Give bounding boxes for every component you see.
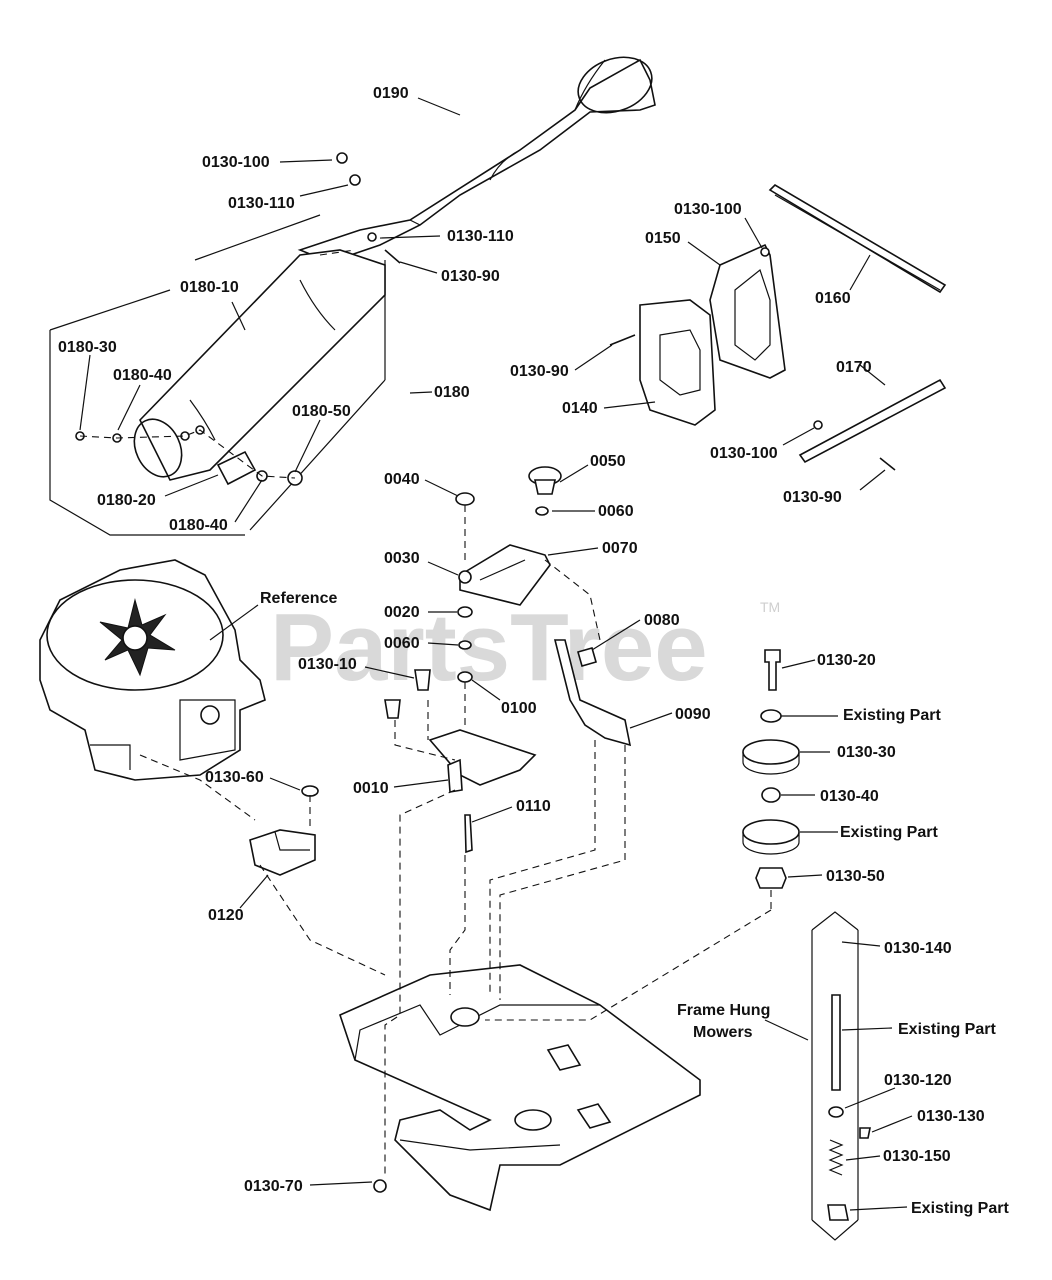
- label-0130-70: 0130-70: [244, 1178, 303, 1195]
- label-0050: 0050: [590, 453, 626, 470]
- part-0180-assembly: [49, 249, 386, 536]
- label-0180: 0180: [434, 384, 470, 401]
- watermark-tm: TM: [760, 599, 780, 615]
- label-0030: 0030: [384, 550, 420, 567]
- label-0110: 0110: [516, 798, 551, 815]
- label-0120: 0120: [208, 907, 244, 924]
- leader-lines: [79, 97, 913, 1211]
- label-0100: 0100: [501, 700, 537, 717]
- label-0060-top: 0060: [598, 503, 634, 520]
- part-0150-plate: [709, 243, 786, 379]
- pulley-stack: [742, 649, 800, 910]
- label-0130-150: 0130-150: [883, 1148, 951, 1165]
- label-0130-100-bar: 0130-100: [710, 445, 778, 462]
- frame-hung-box: [811, 911, 871, 1241]
- bracket-0120: [249, 785, 319, 876]
- label-0130-90-plate: 0130-90: [510, 363, 569, 380]
- label-0130-20: 0130-20: [817, 652, 876, 669]
- label-0080: 0080: [644, 612, 680, 629]
- label-0180-40-bottom: 0180-40: [169, 517, 228, 534]
- hardware-0180-small: [75, 152, 401, 486]
- label-0010: 0010: [353, 780, 389, 797]
- part-0170-bar: [798, 378, 947, 471]
- label-existing-part-2: Existing Part: [840, 824, 938, 841]
- label-mowers: Mowers: [693, 1024, 753, 1041]
- label-0090: 0090: [675, 706, 711, 723]
- label-reference: Reference: [260, 590, 337, 607]
- label-0020: 0020: [384, 604, 420, 621]
- label-existing-part-3: Existing Part: [898, 1021, 996, 1038]
- label-0170: 0170: [836, 359, 872, 376]
- label-0130-120: 0130-120: [884, 1072, 952, 1089]
- label-0150: 0150: [645, 230, 681, 247]
- label-0130-100: 0130-100: [202, 154, 270, 171]
- label-existing-part-4: Existing Part: [911, 1200, 1009, 1217]
- label-0180-40-top: 0180-40: [113, 367, 172, 384]
- label-0190: 0190: [373, 85, 409, 102]
- part-0160-rod: [768, 183, 947, 294]
- label-0130-100-plate: 0130-100: [674, 201, 742, 218]
- label-0130-60: 0130-60: [205, 769, 264, 786]
- label-existing-part-1: Existing Part: [843, 707, 941, 724]
- label-0160: 0160: [815, 290, 851, 307]
- label-0130-50: 0130-50: [826, 868, 885, 885]
- label-0180-10: 0180-10: [180, 279, 239, 296]
- label-0180-20: 0180-20: [97, 492, 156, 509]
- engine-reference: [39, 559, 266, 781]
- part-0140-plate: [609, 299, 716, 426]
- dashed-connectors: [139, 559, 772, 1175]
- part-0190-chute: [297, 56, 656, 263]
- label-0130-90: 0130-90: [441, 268, 500, 285]
- label-0060-mid: 0060: [384, 635, 420, 652]
- label-0130-90-bar: 0130-90: [783, 489, 842, 506]
- label-0130-140: 0130-140: [884, 940, 952, 957]
- label-0130-110-right: 0130-110: [447, 228, 514, 245]
- label-0130-110: 0130-110: [228, 195, 295, 212]
- label-0040: 0040: [384, 471, 420, 488]
- watermark: PartsTree: [270, 594, 708, 701]
- label-0130-130: 0130-130: [917, 1108, 985, 1125]
- knob-0050: [528, 466, 562, 516]
- label-0130-40: 0130-40: [820, 788, 879, 805]
- label-frame-hung: Frame Hung: [677, 1002, 770, 1019]
- bracket-0090: [553, 639, 632, 747]
- mower-deck: [339, 964, 701, 1212]
- center-stack: [428, 492, 551, 854]
- bolts-0130-10: [384, 669, 431, 719]
- label-0130-30: 0130-30: [837, 744, 896, 761]
- label-0180-30: 0180-30: [58, 339, 117, 356]
- label-0070: 0070: [602, 540, 638, 557]
- part-labels: 0190 0130-100 0130-110 0130-110 0130-90 …: [58, 85, 1009, 1217]
- label-0130-10: 0130-10: [298, 656, 357, 673]
- label-0140: 0140: [562, 400, 598, 417]
- label-0180-50: 0180-50: [292, 403, 351, 420]
